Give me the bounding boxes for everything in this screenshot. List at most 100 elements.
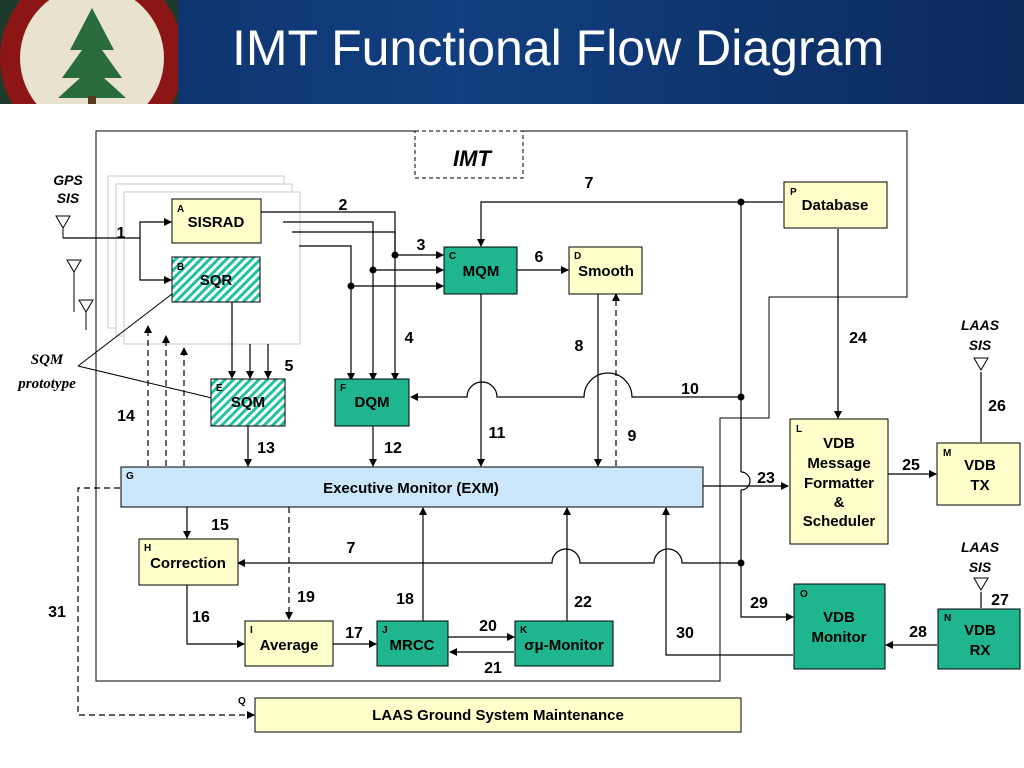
block-label-line: VDB [823, 609, 855, 626]
block-sigma-mu-monitor[interactable]: K σμ-Monitor [514, 620, 614, 667]
flow-number: 12 [384, 440, 402, 457]
block-tag: D [574, 251, 581, 262]
block-dqm[interactable]: F DQM [334, 378, 410, 427]
sqm-prototype-pointer [77, 293, 213, 399]
block-vdb-tx[interactable]: M VDB TX [936, 442, 1021, 506]
block-mqm[interactable]: C MQM [443, 246, 518, 295]
block-tag: L [796, 424, 802, 435]
laas-sis-label-1b: SIS [969, 337, 992, 353]
flow-number: 29 [750, 595, 768, 612]
flow-connectors [63, 201, 982, 656]
imt-label-box [414, 130, 524, 179]
flow-number: 21 [484, 660, 502, 677]
block-label-line: Message [807, 455, 870, 472]
block-label-line: & [834, 494, 845, 511]
block-vdb-monitor[interactable]: O VDB Monitor [793, 583, 886, 670]
flow-number: 7 [347, 540, 356, 557]
sis-label: SIS [57, 190, 80, 206]
flow-number-labels: 1 2 3 4 5 6 7 7 8 9 10 11 12 13 14 15 16… [48, 175, 1009, 677]
block-label-line: RX [970, 642, 991, 659]
flow-number: 22 [574, 594, 592, 611]
block-tag: K [520, 625, 528, 636]
flow-number: 5 [285, 358, 294, 375]
flow-number: 28 [909, 624, 927, 641]
flow-number: 11 [489, 425, 506, 442]
imt-label: IMT [453, 146, 492, 171]
block-exm[interactable]: G Executive Monitor (EXM) [120, 466, 704, 508]
block-label-line: Formatter [804, 475, 874, 492]
flow-number: 14 [117, 408, 135, 425]
flow-number: 26 [988, 398, 1006, 415]
block-tag: C [449, 251, 456, 262]
block-label: DQM [355, 394, 390, 411]
block-label: SQR [200, 272, 233, 289]
block-sqm[interactable]: E SQM [210, 378, 286, 427]
block-label-line: Monitor [812, 629, 867, 646]
block-tag: Q [238, 696, 246, 707]
block-correction[interactable]: H Correction [138, 538, 239, 586]
sqm-prototype-label-1: SQM [31, 352, 64, 368]
flow-number: 16 [192, 609, 210, 626]
sqm-prototype-label-2: prototype [16, 376, 76, 392]
flow-number: 17 [345, 625, 363, 642]
block-label: MQM [463, 263, 500, 280]
block-label: Correction [150, 555, 226, 572]
flow-number: 9 [628, 428, 637, 445]
page-title: IMT Functional Flow Diagram [232, 20, 885, 76]
flow-number: 27 [991, 592, 1009, 609]
block-tag: N [944, 613, 951, 624]
block-label: Smooth [578, 263, 634, 280]
block-label: Database [802, 197, 869, 214]
flow-number: 30 [676, 625, 694, 642]
block-label-line: Scheduler [803, 513, 876, 530]
title-banner: IMT Functional Flow Diagram [0, 0, 1024, 150]
flow-number: 25 [902, 457, 920, 474]
block-tag: F [340, 383, 346, 394]
block-tag: G [126, 471, 134, 482]
laas-sis-label-2a: LAAS [961, 539, 1000, 555]
block-tag: M [943, 448, 951, 459]
block-label: SQM [231, 394, 265, 411]
block-label: Executive Monitor (EXM) [323, 480, 499, 497]
dashed-connectors [77, 293, 620, 719]
block-mrcc[interactable]: J MRCC [376, 620, 449, 667]
laas-antenna-icon-1 [973, 357, 989, 371]
block-tag: H [144, 543, 151, 554]
block-label: MRCC [390, 637, 435, 654]
block-vdb-rx[interactable]: N VDB RX [937, 608, 1021, 670]
laas-sis-label-2b: SIS [969, 559, 992, 575]
seal-graphic [0, 0, 184, 150]
block-label: σμ-Monitor [524, 637, 604, 654]
block-sisrad[interactable]: A SISRAD [171, 198, 262, 244]
block-laas-maintenance[interactable]: Q LAAS Ground System Maintenance [238, 696, 742, 733]
block-label-line: VDB [964, 622, 996, 639]
flow-number: 15 [211, 517, 229, 534]
block-label-line: TX [970, 477, 989, 494]
imt-frame: IMT [95, 130, 908, 682]
junction-dots [347, 198, 745, 567]
block-tag: P [790, 187, 797, 198]
flow-number: 2 [339, 197, 348, 214]
flow-number: 3 [417, 237, 426, 254]
flow-number: 8 [575, 338, 584, 355]
flow-number: 6 [535, 249, 544, 266]
block-smooth[interactable]: D Smooth [568, 246, 643, 295]
block-tag: O [800, 589, 808, 600]
stanford-seal-logo [0, 0, 184, 150]
flow-number: 24 [849, 330, 867, 347]
flow-number: 23 [757, 470, 775, 487]
block-database[interactable]: P Database [783, 181, 888, 229]
block-label: SISRAD [188, 214, 245, 231]
flow-number: 20 [479, 618, 497, 635]
laas-sis-label-1a: LAAS [961, 317, 1000, 333]
block-average[interactable]: I Average [244, 620, 334, 667]
block-tag: B [177, 262, 184, 273]
flow-number: 18 [396, 591, 414, 608]
block-tag: I [250, 625, 253, 636]
flow-number: 1 [117, 225, 126, 242]
block-label: LAAS Ground System Maintenance [372, 707, 624, 724]
block-vdb-message-formatter[interactable]: L VDB Message Formatter & Scheduler [789, 418, 889, 545]
gps-antenna-icon [55, 215, 94, 330]
block-sqr[interactable]: B SQR [171, 256, 261, 303]
functional-flow-diagram: IMT GPS SIS SQM prototype [16, 130, 1021, 733]
